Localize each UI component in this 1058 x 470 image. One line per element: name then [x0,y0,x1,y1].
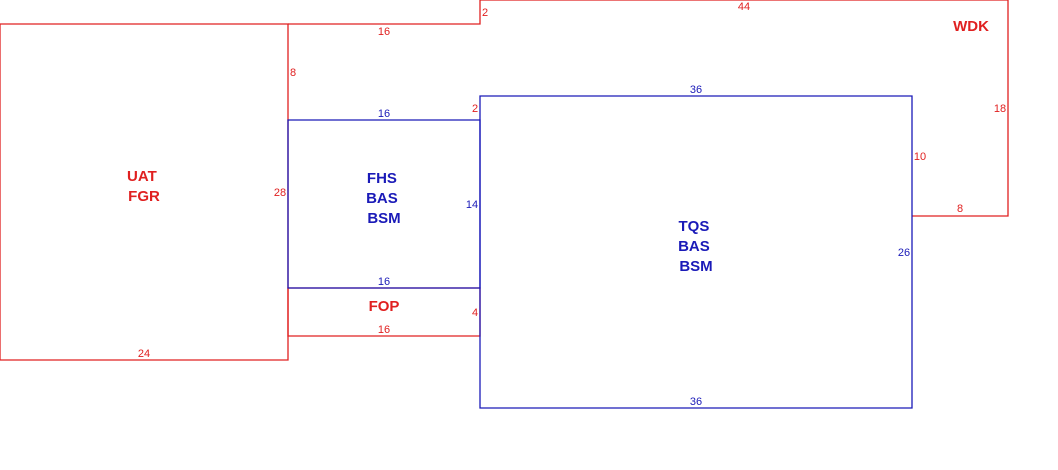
room-uat-outline [0,23,289,361]
dim-tqs-right: 26 [898,247,910,259]
room-fop-label: FOP [369,298,400,315]
dim-fop-right: 4 [472,307,478,319]
room-tqs-outline [479,95,913,409]
room-wdk-outline [288,0,1009,217]
room-tqs-line-3: BSM [679,258,712,275]
room-wdk-label: WDK [953,18,989,35]
room-fhs-label: FHS BAS BSM [366,170,402,227]
dim-fhs-top: 16 [378,108,390,120]
dim-wdk-bottom: 8 [957,203,963,215]
room-tqs-line-1: TQS [678,218,709,235]
room-uat-label: UAT FGR [127,168,161,205]
dim-tqs-bottom: 36 [690,396,702,408]
room-wdk-line-1: WDK [953,18,989,35]
room-fhs-line-2: BAS [366,190,398,207]
room-uat-line-2: FGR [128,188,160,205]
room-fhs-line-3: BSM [367,210,400,227]
dim-uat-side-28: 28 [274,187,286,199]
dim-wdk-step: 2 [482,7,488,19]
room-tqs-label: TQS BAS BSM [678,218,714,275]
room-fhs-line-1: FHS [367,170,397,187]
dim-uat-side-8: 8 [290,67,296,79]
dim-tqs-top: 36 [690,84,702,96]
room-tqs-line-2: BAS [678,238,710,255]
dim-fop-bottom: 16 [378,324,390,336]
dim-fhs-bottom: 16 [378,276,390,288]
room-uat-line-1: UAT [127,168,157,185]
dim-uat-bottom: 24 [138,348,150,360]
dim-uat-upper: 16 [378,26,390,38]
dim-tqs-right-upper: 10 [914,151,926,163]
dim-fhs-right-upper: 2 [472,103,478,115]
room-fop-line-1: FOP [369,298,400,315]
dim-wdk-top: 44 [738,1,750,13]
dim-fhs-right: 14 [466,199,478,211]
dim-wdk-right: 18 [994,103,1006,115]
